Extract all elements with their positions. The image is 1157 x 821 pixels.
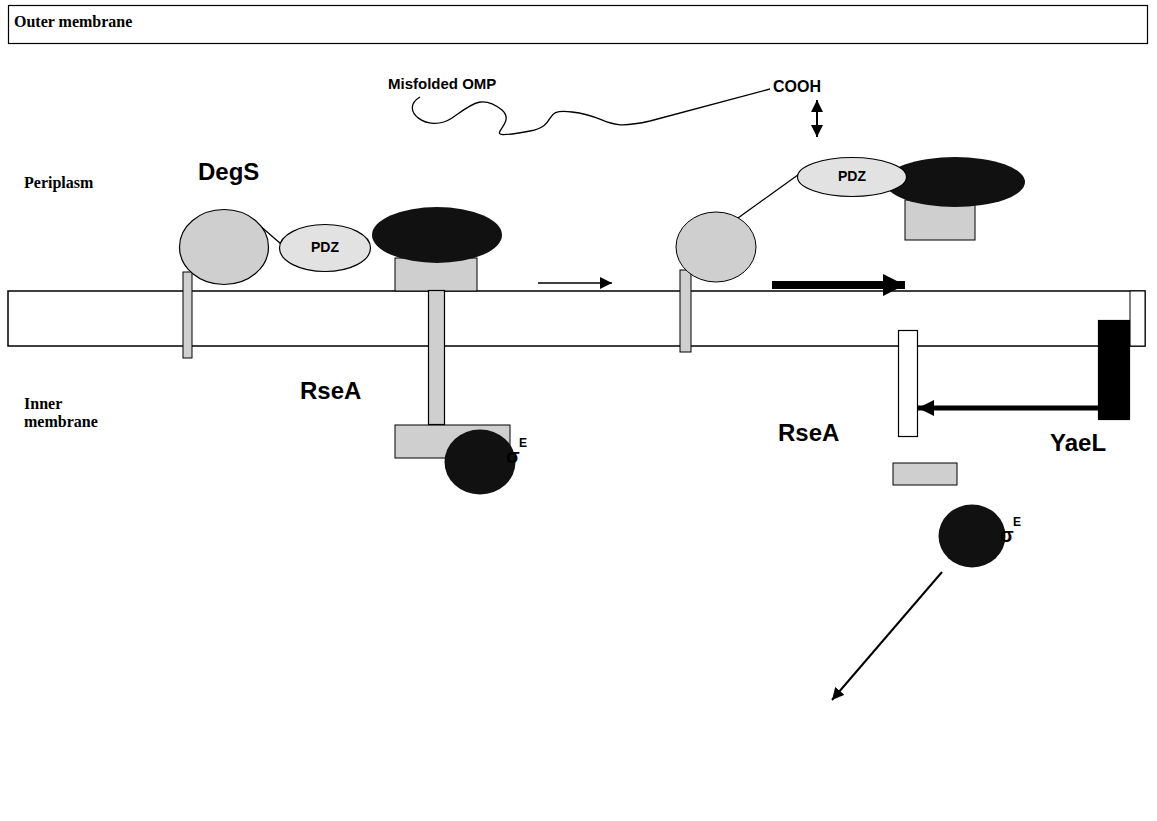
yael-protease-outline: [1098, 320, 1130, 420]
node-superscript: E: [519, 437, 527, 450]
node-label: σ: [506, 445, 520, 467]
rseb-blob: [372, 207, 502, 263]
node-label: RseA: [300, 378, 361, 404]
pdz-domain: PDZ: [797, 157, 907, 197]
node-superscript: E: [1013, 516, 1021, 529]
pdz-domain-shape: [280, 225, 371, 272]
compartment-label: Periplasm: [24, 174, 93, 192]
degs-anchor: [183, 272, 192, 358]
sigma-factor-outline: [938, 504, 1006, 568]
pdz-domain: PDZ: [279, 224, 371, 272]
pdz-domain-shape: [798, 158, 907, 197]
cleavage-arrow: [772, 281, 905, 289]
degs-protease-domain-outline: [179, 209, 269, 285]
degs-protease-domain-shape: [180, 210, 269, 285]
linker-line: [738, 172, 802, 218]
sigma-factor-shape: [939, 505, 1006, 568]
protein-chain: [412, 89, 770, 135]
rseb-blob: [885, 157, 1025, 207]
membrane-band-outline: [8, 5, 1148, 44]
node-label: Outer membrane: [14, 13, 132, 31]
degs-anchor: [680, 270, 691, 352]
transition-arrow: [538, 282, 612, 284]
compartment-label: Inner membrane: [24, 395, 114, 432]
yael-domain: [1130, 291, 1145, 346]
yael-protease-shape: [1099, 321, 1130, 420]
node-label: RseA: [778, 420, 839, 446]
degs-protease-domain: DegS: [179, 209, 269, 285]
rsea-transmembrane-shape: [899, 331, 918, 437]
rsea-transmembrane: RseA: [898, 330, 918, 437]
node-label: YaeL: [1050, 430, 1106, 456]
yael-protease: YaeL: [1098, 320, 1130, 420]
binding-arrow: [816, 100, 818, 137]
membrane-band-shape: [9, 6, 1148, 44]
cleavage-arrow: [918, 406, 1098, 411]
rsea-transmembrane-outline: [898, 330, 918, 437]
release-arrow: [832, 572, 942, 700]
node-label: PDZ: [311, 240, 339, 255]
membrane-band: Outer membrane: [8, 5, 1148, 44]
sigma-factor: σE: [444, 429, 516, 495]
protein-label: Misfolded OMP: [388, 75, 496, 92]
rsea-fragment: [893, 463, 957, 485]
rsea-transmembrane-outline: [428, 290, 445, 425]
node-label: PDZ: [838, 169, 866, 184]
rsea-transmembrane: RseA: [428, 290, 445, 425]
sigma-factor: σE: [938, 504, 1006, 568]
sigma-factor-shape: [445, 430, 516, 495]
inner-membrane-band: [8, 291, 1145, 346]
node-label: DegS: [198, 159, 259, 185]
terminus-label: COOH: [773, 78, 821, 96]
sigma-factor-outline: [444, 429, 516, 495]
rsea-transmembrane-shape: [429, 291, 445, 425]
degs-protease-domain: [676, 212, 756, 282]
node-label: σ: [1000, 524, 1014, 546]
